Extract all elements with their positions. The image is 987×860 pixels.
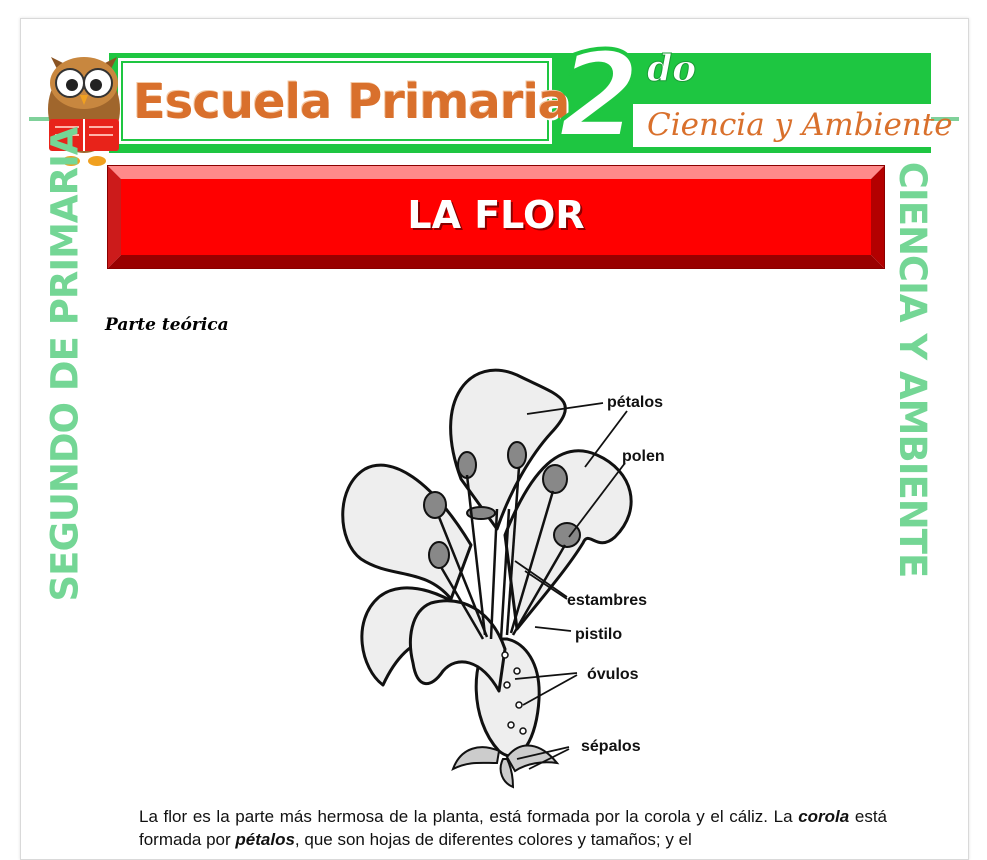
term-corola: corola [798, 807, 850, 826]
label-pistilo: pistilo [575, 626, 622, 643]
body-text-part-3: , que son hojas de diferentes colores y … [294, 830, 692, 849]
school-name-box [118, 58, 552, 144]
body-text-part-1: La flor es la parte más hermosa de la pl… [139, 807, 799, 826]
flower-diagram: pétalos polen estambres pistilo óvulos s… [341, 368, 665, 789]
side-label-left-text: SEGUNDO DE PRIMARIA [43, 127, 87, 601]
label-petalos: pétalos [607, 394, 663, 411]
grade-suffix: do [647, 48, 697, 90]
section-heading: Parte teórica [105, 315, 229, 335]
label-estambres: estambres [567, 592, 647, 609]
term-petalos: pétalos [235, 830, 295, 849]
body-paragraph: La flor es la parte más hermosa de la pl… [139, 805, 887, 851]
side-label-right-text: CIENCIA Y AMBIENTE [891, 161, 935, 577]
owl-mascot-icon [48, 57, 120, 166]
label-polen: polen [622, 448, 665, 465]
side-label-right: CIENCIA Y AMBIENTE [883, 161, 943, 576]
label-sepalos: sépalos [581, 738, 641, 755]
petal-front [409, 599, 507, 693]
subject-name: Ciencia y Ambiente [647, 107, 953, 143]
page-title: LA FLOR [407, 193, 585, 237]
side-label-left: SEGUNDO DE PRIMARIA [39, 127, 91, 601]
subject-box [633, 101, 931, 147]
document-page: Escuela Primaria 2 do Ciencia y Ambiente… [20, 18, 969, 860]
body-text-part-2: está formada por [139, 807, 887, 849]
grade-number: 2 [556, 26, 642, 164]
title-banner [107, 165, 885, 269]
petal-left [341, 463, 473, 601]
school-name: Escuela Primaria [133, 74, 570, 130]
label-ovulos: óvulos [587, 666, 639, 683]
